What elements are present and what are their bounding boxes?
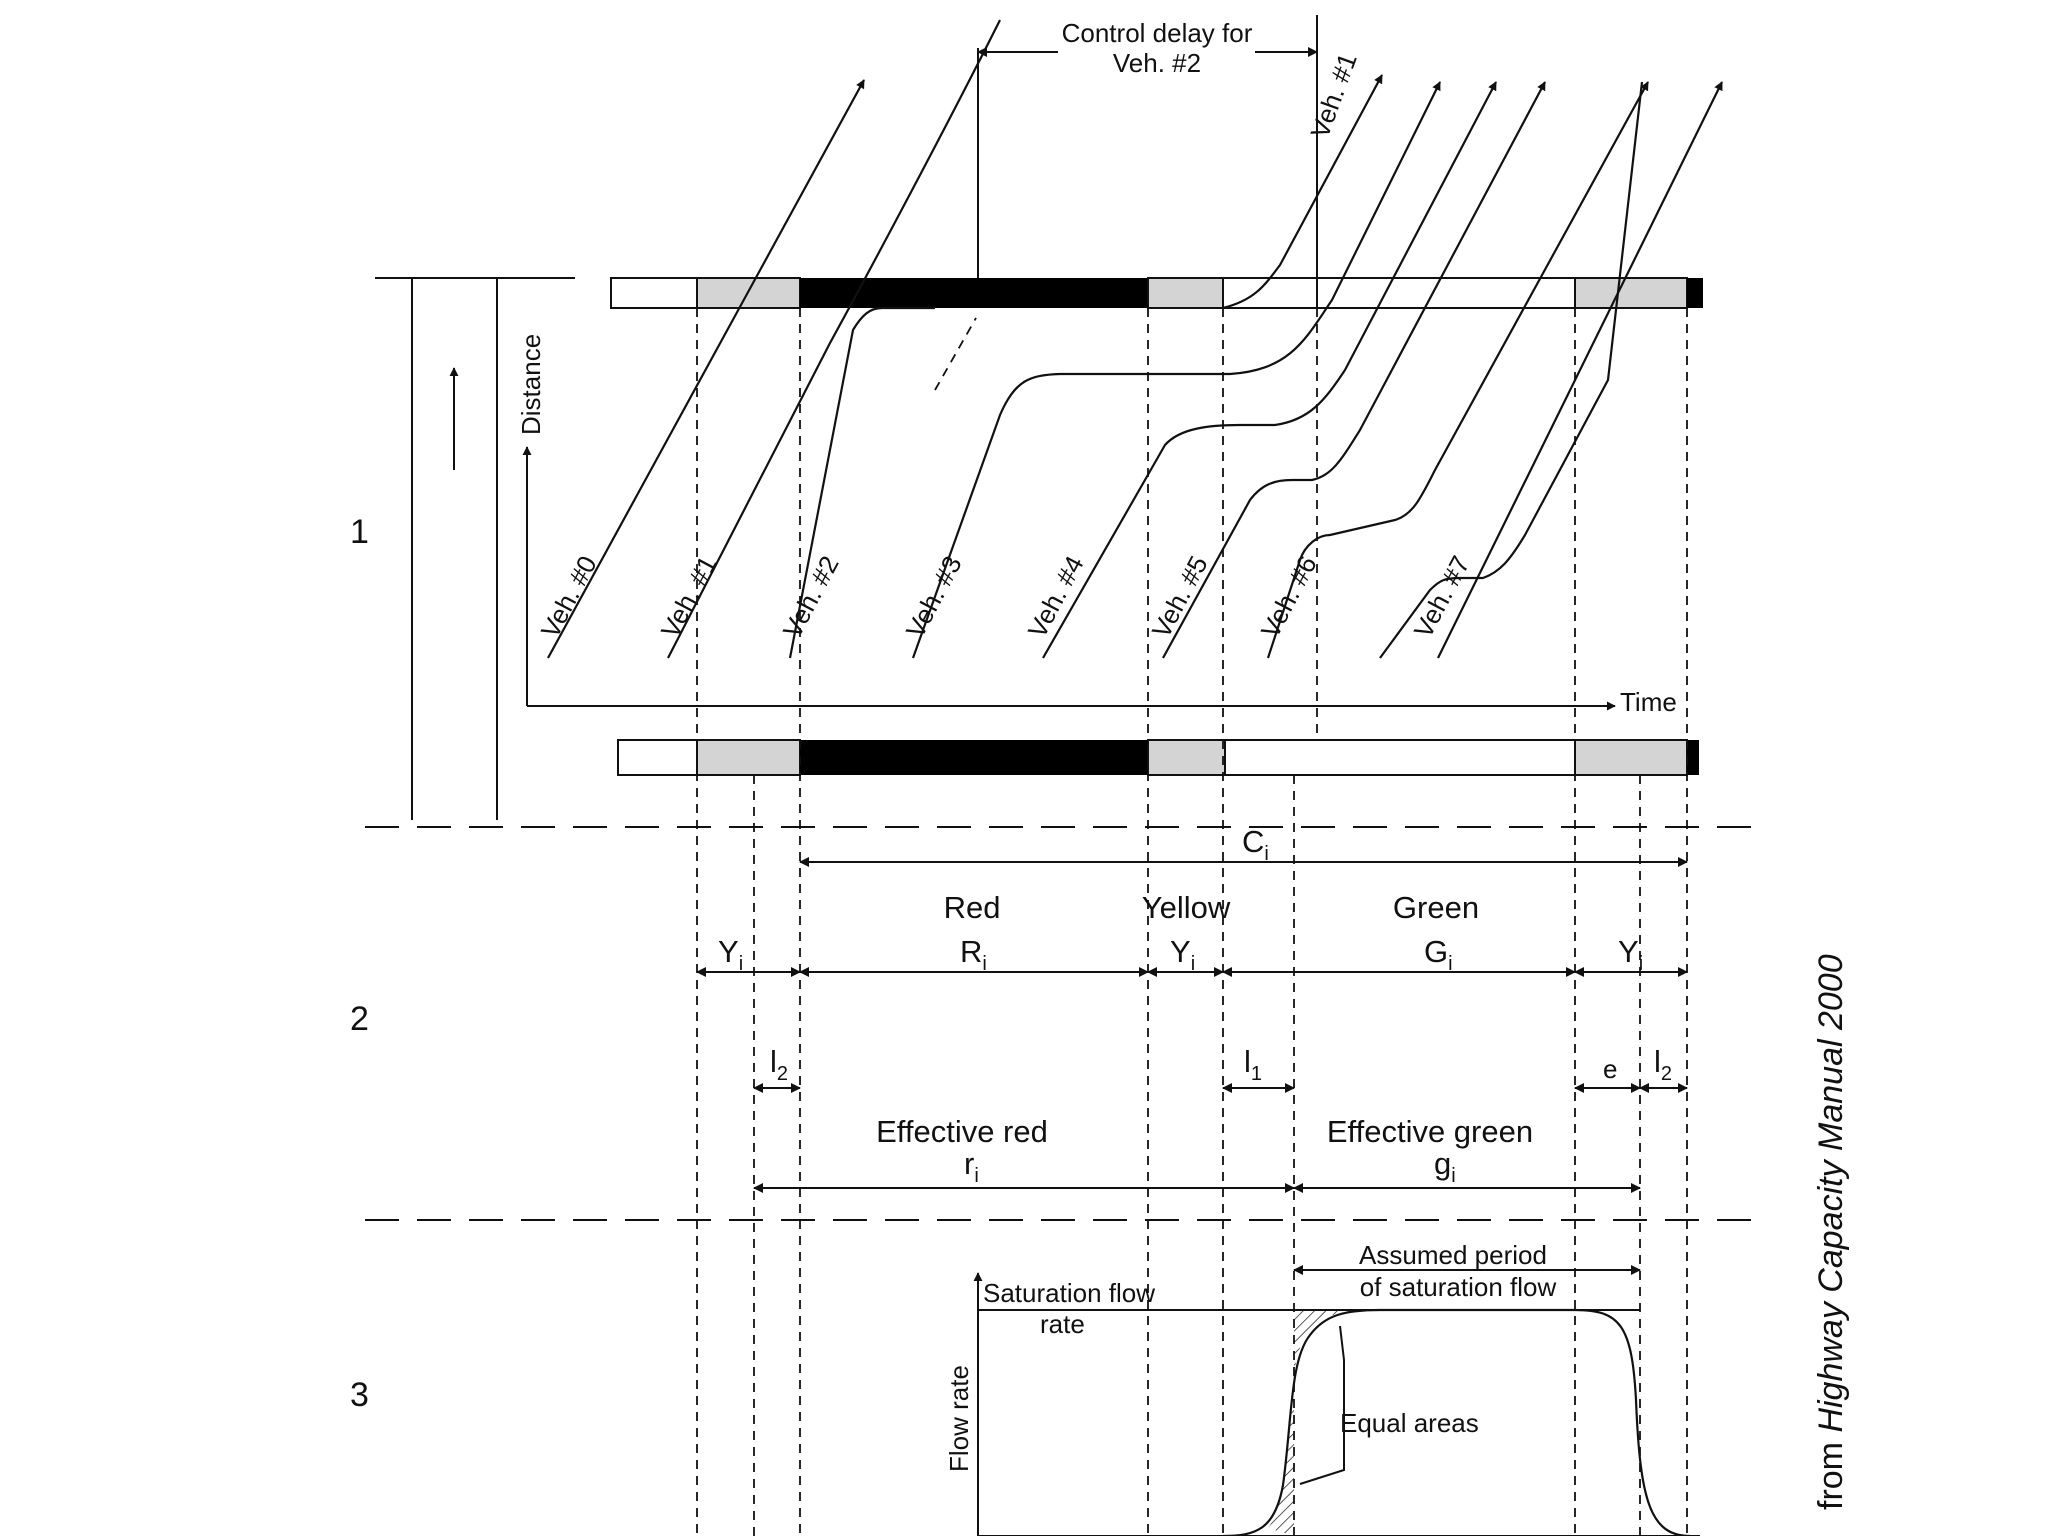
cycle-symbol: C: [1242, 824, 1264, 859]
phase-dimensions: Yi Ri Yi Gi Yi: [696, 934, 1688, 977]
assumed-period-label-line2: of saturation flow: [1360, 1272, 1557, 1302]
effective-red-subscript: i: [974, 1165, 978, 1187]
green-interval: [1224, 739, 1576, 776]
red-interval: [1687, 278, 1703, 308]
vehicle-label: Veh. #3: [900, 551, 968, 643]
svg-text:ri: ri: [964, 1146, 979, 1187]
e-symbol: e: [1603, 1054, 1617, 1084]
vehicle-label: Veh. #4: [1022, 551, 1090, 643]
svg-text:Yi: Yi: [1618, 934, 1643, 975]
l1-subscript: 1: [1251, 1063, 1262, 1085]
phase-label-red: Red: [944, 890, 1001, 925]
trajectory-veh-4: [1162, 81, 1546, 659]
vehicle-label: Veh. #6: [1255, 551, 1323, 643]
equal-areas-label: Equal areas: [1340, 1408, 1479, 1438]
red-symbol: R: [960, 934, 982, 969]
green-interval: [1222, 277, 1576, 309]
svg-text:gi: gi: [1434, 1146, 1456, 1187]
distance-axis-label: Distance: [516, 334, 546, 435]
yellow-interval: [1574, 277, 1688, 309]
flow-rate-axis-label: Flow rate: [944, 1365, 974, 1472]
signal-bar-top: [610, 277, 1703, 309]
source-credit-title: Highway Capacity Manual 2000: [1812, 954, 1850, 1432]
trajectory-veh-1: [667, 19, 1001, 659]
svg-text:Yi: Yi: [718, 934, 743, 975]
section-number-1: 1: [350, 513, 369, 551]
section-number-3: 3: [350, 1376, 369, 1414]
cycle-subscript: i: [1264, 843, 1268, 865]
signal-bar-bottom: [617, 739, 1699, 776]
road-sketch: [375, 277, 575, 820]
effective-dimensions: Effective red Effective green ri gi: [753, 1114, 1641, 1193]
saturation-flow-label-line1: Saturation flow: [983, 1278, 1155, 1308]
reference-lines: [696, 308, 1688, 1536]
trajectory-veh-5: [1266, 81, 1649, 659]
lost-time-dimensions: l2 l1 e l2: [753, 1044, 1688, 1093]
green-symbol: G: [1424, 934, 1448, 969]
source-credit-prefix: from: [1812, 1433, 1850, 1510]
trajectory-veh-3: [1042, 81, 1497, 659]
red-subscript: i: [982, 953, 986, 975]
effective-green-label: Effective green: [1327, 1114, 1533, 1149]
cycle-dimension: Ci: [799, 824, 1688, 867]
yellow-symbol: Y: [1170, 934, 1191, 969]
effective-green-subscript: i: [1451, 1165, 1455, 1187]
effective-red-symbol: r: [964, 1146, 974, 1181]
yellow-subscript: i: [1639, 953, 1643, 975]
svg-text:Gi: Gi: [1424, 934, 1453, 975]
trajectory-veh-0: [547, 79, 865, 659]
control-delay-label-line2: Veh. #2: [1113, 48, 1201, 78]
yellow-subscript: i: [1191, 953, 1195, 975]
control-delay-label-line1: Control delay for: [1062, 18, 1253, 48]
flow-curve: [1222, 1308, 1691, 1536]
trajectory-veh-2b: [911, 81, 1441, 659]
svg-text:l1: l1: [1244, 1044, 1262, 1085]
yellow-interval: [1147, 739, 1226, 776]
red-interval: [800, 740, 1148, 775]
control-delay-dimension: Control delay for Veh. #2: [977, 15, 1318, 308]
vehicle-label: Veh. #1: [655, 551, 723, 643]
trajectory-veh-2-projection: [934, 317, 977, 391]
red-interval: [1687, 740, 1699, 775]
vehicle-trajectories: [547, 19, 1723, 659]
effective-red-label: Effective red: [876, 1114, 1048, 1149]
l1-symbol: l: [1244, 1044, 1251, 1079]
hatched-area-start: [1268, 1310, 1360, 1536]
trajectory-veh-2: [788, 306, 935, 659]
effective-green-symbol: g: [1434, 1146, 1451, 1181]
vehicle-label: Veh. #7: [1408, 551, 1476, 643]
phase-label-green: Green: [1393, 890, 1479, 925]
yellow-symbol: Y: [718, 934, 739, 969]
yellow-interval: [696, 277, 801, 309]
svg-text:Ci: Ci: [1242, 824, 1269, 865]
time-axis-label: Time: [1620, 687, 1677, 717]
phase-label-yellow: Yellow: [1142, 890, 1231, 925]
svg-text:Ri: Ri: [960, 934, 987, 975]
trajectory-veh-1-top: [1222, 74, 1383, 310]
vehicle-label: Veh. #0: [535, 551, 603, 643]
yellow-symbol: Y: [1618, 934, 1639, 969]
yellow-interval: [696, 739, 801, 776]
vehicle-label: Veh. #2: [777, 551, 845, 643]
equal-areas-bracket: [1299, 1325, 1345, 1485]
flow-rate-plot: Flow rate Saturation flow rate Equal are…: [944, 1240, 1700, 1536]
assumed-period-label-line1: Assumed period: [1359, 1240, 1547, 1270]
l2-symbol: l: [1654, 1044, 1661, 1079]
svg-text:l2: l2: [770, 1044, 788, 1085]
saturation-flow-label-line2: rate: [1040, 1309, 1085, 1339]
svg-text:Yi: Yi: [1170, 934, 1195, 975]
trajectory-veh-6: [1379, 81, 1644, 659]
yellow-subscript: i: [739, 953, 743, 975]
trajectory-veh-7: [1437, 81, 1723, 659]
section-number-2: 2: [350, 1000, 369, 1038]
l2-subscript: 2: [1661, 1063, 1672, 1085]
green-subscript: i: [1448, 953, 1452, 975]
yellow-interval: [1574, 739, 1688, 776]
yellow-interval: [1147, 277, 1224, 309]
l2-subscript: 2: [777, 1063, 788, 1085]
source-credit: from Highway Capacity Manual 2000: [1812, 954, 1850, 1510]
svg-text:l2: l2: [1654, 1044, 1672, 1085]
l2-symbol: l: [770, 1044, 777, 1079]
